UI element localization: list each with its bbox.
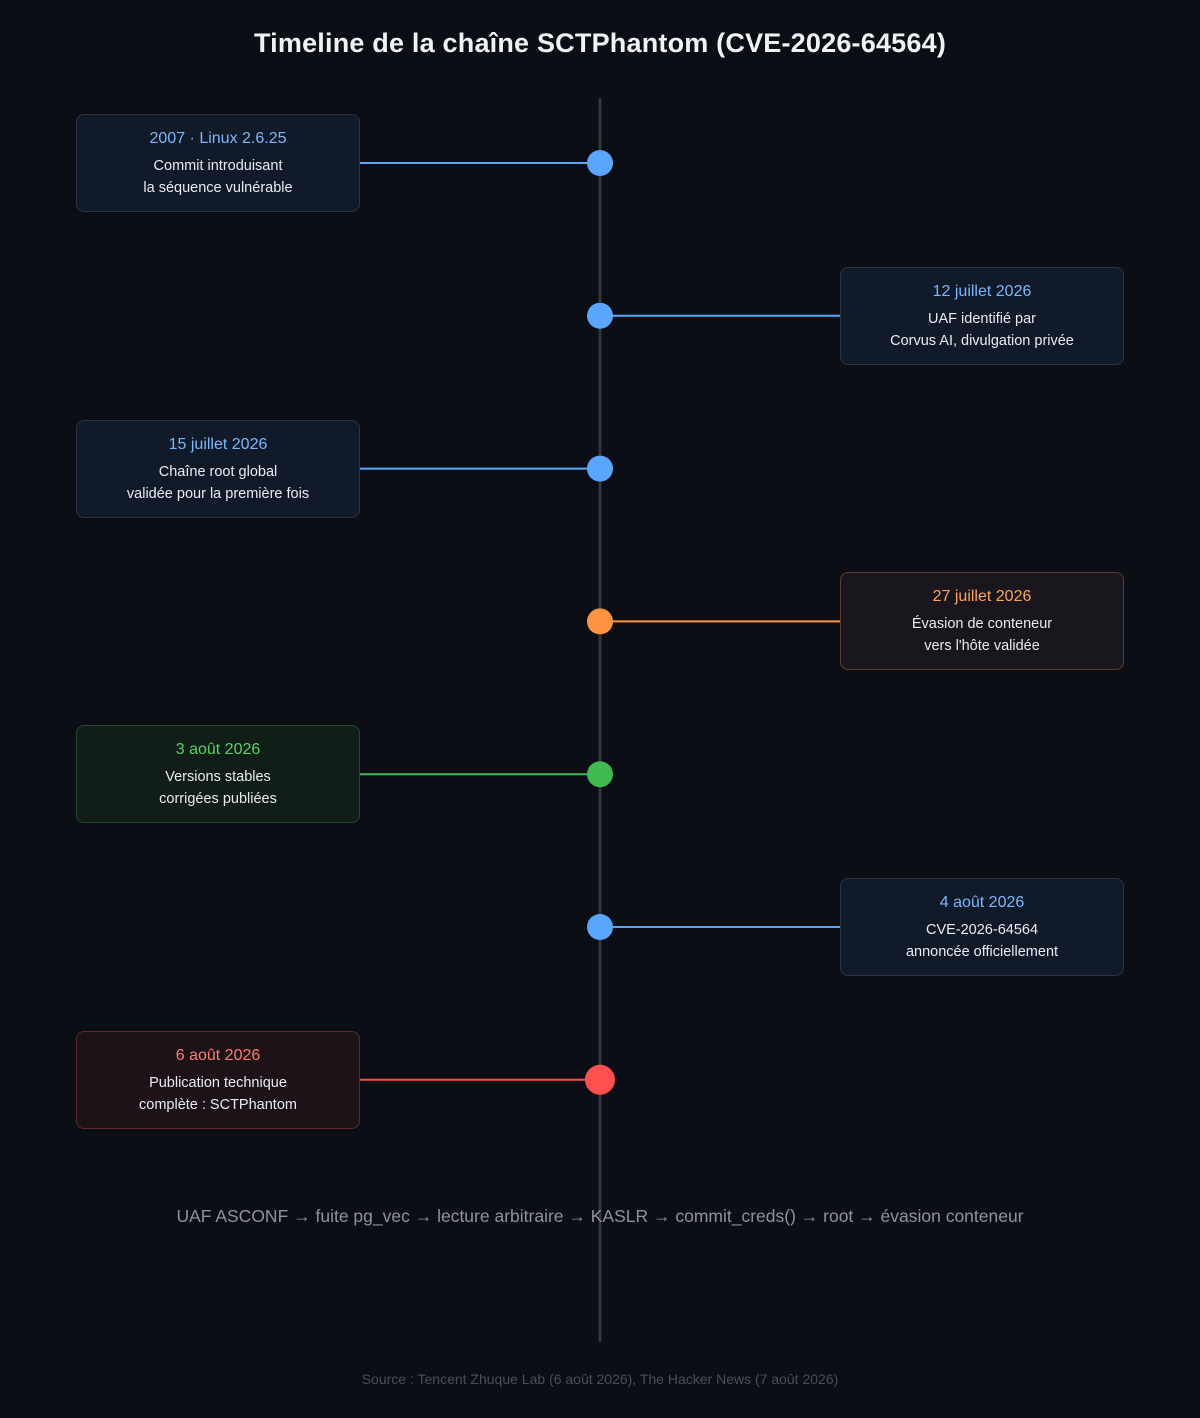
timeline-marker <box>587 914 613 940</box>
timeline-marker <box>587 302 613 329</box>
event-date: 6 août 2026 <box>175 1046 261 1064</box>
event-date: 4 août 2026 <box>939 894 1025 911</box>
event-date: 15 juillet 2026 <box>168 435 268 453</box>
timeline-marker <box>585 1064 615 1095</box>
event-card-3: 15 juillet 2026 Chaîne root global valid… <box>76 419 360 518</box>
timeline-connectors <box>360 162 840 1081</box>
exploit-chain-summary: UAF ASCONF → fuite pg_vec → lecture arbi… <box>176 1206 1024 1226</box>
timeline-marker <box>587 455 613 482</box>
event-description: Chaîne root global validée pour la premi… <box>126 463 310 502</box>
event-description: Évasion de conteneur vers l'hôte validée <box>911 616 1053 655</box>
page-title: Timeline de la chaîne SCTPhantom (CVE-20… <box>253 28 947 58</box>
event-description: Commit introduisant la séquence vulnérab… <box>143 158 293 196</box>
event-date: 2007 · Linux 2.6.25 <box>149 130 287 147</box>
event-description: Versions stables corrigées publiées <box>159 769 277 808</box>
event-card-4: 27 juillet 2026 Évasion de conteneur ver… <box>840 572 1124 671</box>
timeline-markers <box>585 150 615 1095</box>
event-card-7: 6 août 2026 Publication technique complè… <box>76 1030 360 1129</box>
event-description: UAF identifié par Corvus AI, divulgation… <box>890 310 1074 349</box>
event-date: 27 juillet 2026 <box>932 588 1032 606</box>
event-card-2: 12 juillet 2026 UAF identifié par Corvus… <box>840 266 1124 365</box>
event-description: Publication technique complète : SCTPhan… <box>139 1074 297 1113</box>
event-card-1: 2007 · Linux 2.6.25 Commit introduisant … <box>76 114 360 212</box>
event-description: CVE-2026-64564 annoncée officiellement <box>905 922 1059 960</box>
source-note: Source : Tencent Zhuque Lab (6 août 2026… <box>361 1371 839 1387</box>
event-card-6: 4 août 2026 CVE-2026-64564 annoncée offi… <box>840 878 1124 976</box>
timeline-marker <box>587 761 613 788</box>
event-date: 3 août 2026 <box>175 741 261 759</box>
timeline-marker <box>587 608 613 635</box>
event-date: 12 juillet 2026 <box>932 282 1032 300</box>
timeline-marker <box>587 150 613 176</box>
event-card-5: 3 août 2026 Versions stables corrigées p… <box>76 725 360 824</box>
